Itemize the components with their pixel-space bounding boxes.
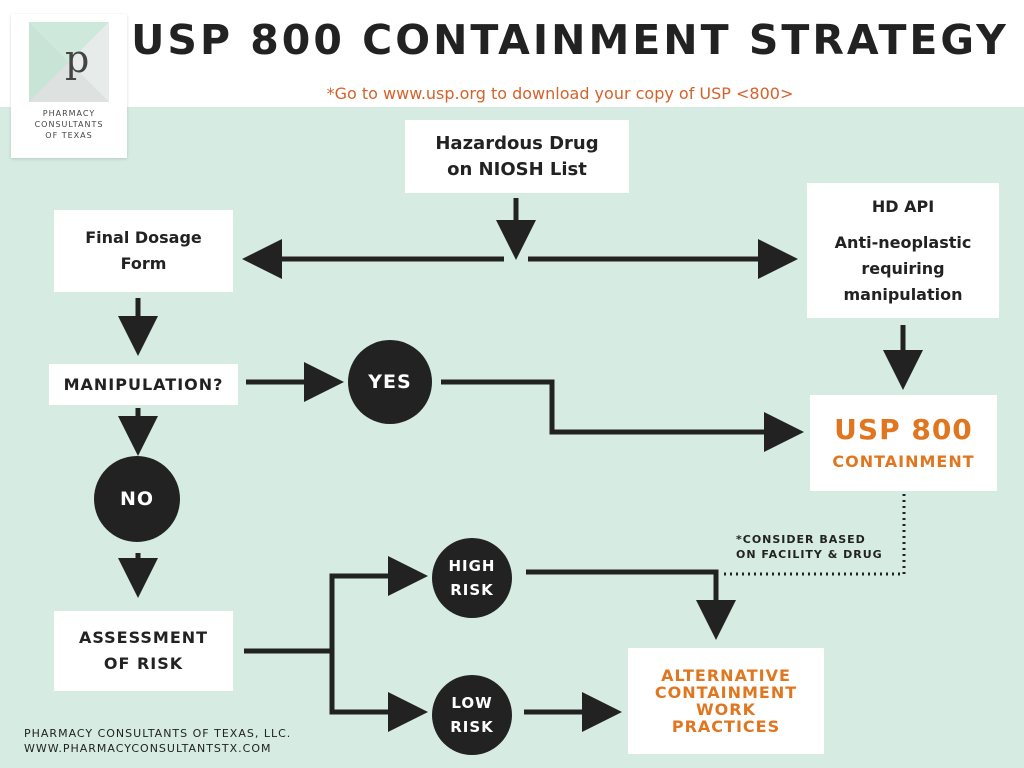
hazardous-line-1: Hazardous Drug — [435, 132, 599, 154]
hd-api-box: HD API Anti-neoplastic requiring manipul… — [807, 183, 999, 318]
assessment-line-2: OF RISK — [103, 654, 184, 673]
no-circle: NO — [94, 456, 180, 542]
final-dosage-line-2: Form — [120, 254, 167, 273]
page-title: USP 800 CONTAINMENT STRATEGY — [131, 16, 1009, 64]
arrow-to-low-risk — [329, 651, 428, 732]
dotted-consider-line — [722, 494, 906, 576]
arrow-to-high-risk — [329, 556, 428, 651]
usp800-line-2: CONTAINMENT — [832, 452, 975, 471]
logo-line-1: PHARMACY — [42, 109, 96, 118]
arrow-high-risk-alternative — [526, 569, 736, 640]
alternative-line-2: CONTAINMENT — [654, 683, 798, 702]
no-label: NO — [119, 488, 155, 510]
logo-line-2: CONSULTANTS — [34, 120, 104, 129]
hazardous-drug-box: Hazardous Drug on NIOSH List — [405, 120, 629, 193]
high-risk-circle: HIGH RISK — [432, 538, 512, 618]
high-risk-line-2: RISK — [450, 581, 494, 599]
assessment-box: ASSESSMENT OF RISK — [54, 611, 233, 691]
logo-letter: p — [65, 37, 90, 81]
assessment-line-1: ASSESSMENT — [78, 628, 209, 647]
footer-website: WWW.PHARMACYCONSULTANTSTX.COM — [24, 742, 272, 755]
logo-triangles — [29, 22, 109, 102]
alternative-line-4: PRACTICES — [671, 717, 781, 736]
logo: p PHARMACY CONSULTANTS OF TEXAS — [11, 14, 127, 158]
consider-note-line-2: ON FACILITY & DRUG — [736, 548, 883, 561]
alternative-containment-box: ALTERNATIVE CONTAINMENT WORK PRACTICES — [628, 648, 824, 754]
low-risk-line-2: RISK — [450, 718, 494, 736]
yes-circle: YES — [348, 340, 432, 424]
final-dosage-line-1: Final Dosage — [85, 228, 202, 247]
hd-api-line-1: HD API — [871, 196, 935, 216]
final-dosage-box: Final Dosage Form — [54, 210, 233, 292]
manipulation-label: MANIPULATION? — [63, 374, 224, 394]
usp800-line-1: USP 800 — [834, 413, 973, 446]
footer-company: PHARMACY CONSULTANTS OF TEXAS, LLC. — [24, 727, 292, 740]
consider-note-line-1: *CONSIDER BASED — [736, 533, 866, 546]
arrow-yes-usp800 — [441, 379, 804, 452]
high-risk-line-1: HIGH — [448, 557, 496, 575]
consider-note: *CONSIDER BASED ON FACILITY & DRUG — [736, 532, 883, 562]
hd-api-line-4: manipulation — [843, 284, 963, 304]
usp800-box: USP 800 CONTAINMENT — [810, 395, 997, 491]
low-risk-circle: LOW RISK — [432, 675, 512, 755]
alternative-line-3: WORK — [696, 700, 756, 719]
yes-label: YES — [368, 371, 412, 393]
logo-line-3: OF TEXAS — [45, 131, 93, 140]
manipulation-box: MANIPULATION? — [49, 364, 238, 405]
footer: PHARMACY CONSULTANTS OF TEXAS, LLC. WWW.… — [24, 726, 291, 756]
hd-api-line-2: Anti-neoplastic — [834, 232, 972, 252]
hd-api-line-3: requiring — [861, 258, 945, 278]
alternative-line-1: ALTERNATIVE — [661, 666, 791, 685]
hazardous-line-2: on NIOSH List — [447, 158, 587, 180]
low-risk-line-1: LOW — [451, 694, 493, 712]
logo-text: PHARMACY CONSULTANTS OF TEXAS — [11, 108, 127, 141]
page-subtitle: *Go to www.usp.org to download your copy… — [326, 84, 794, 103]
